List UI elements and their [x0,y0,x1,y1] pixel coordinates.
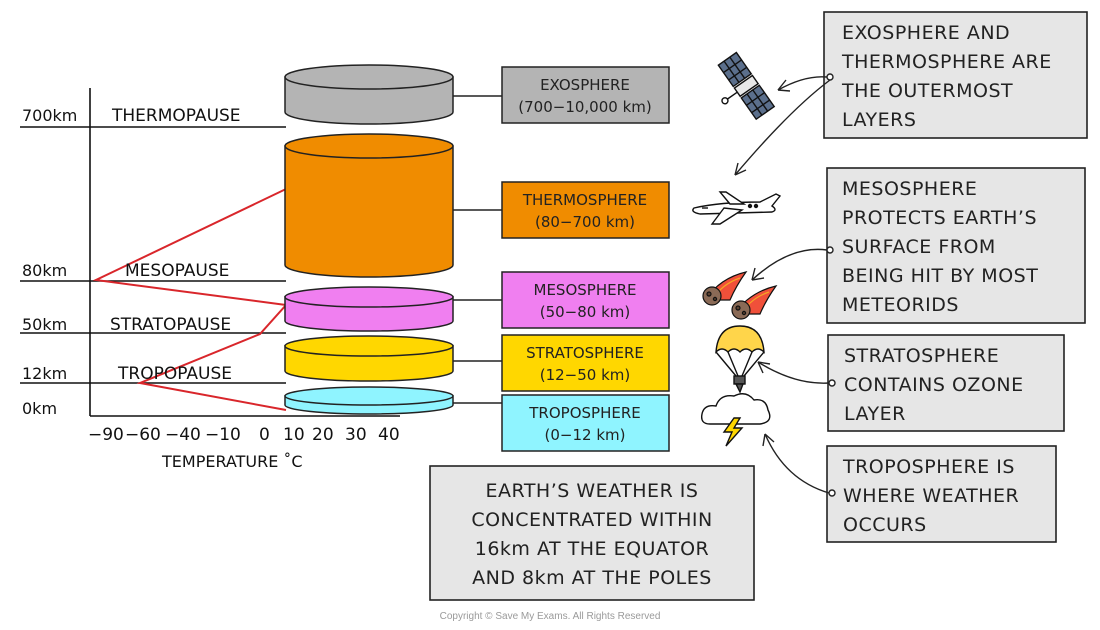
svg-text:(50−80 km): (50−80 km) [540,303,631,321]
layer-box-troposphere: TROPOSPHERE (0−12 km) [501,394,670,452]
temp-tick: 20 [312,425,334,445]
temp-tick: −90 [88,425,124,445]
temp-tick: 30 [345,425,367,445]
temp-tick: −10 [205,425,241,445]
altitude-label-0: 0km [22,399,57,418]
altitude-label-80: 80km [22,261,67,280]
svg-text:THERMOSPHERE ARE: THERMOSPHERE ARE [841,51,1052,73]
svg-text:AND 8km AT THE POLES: AND 8km AT THE POLES [472,567,712,589]
svg-text:(80−700 km): (80−700 km) [535,213,635,231]
altitude-label-12: 12km [22,364,67,383]
temperature-profile-line [92,188,289,411]
altitude-labels: 700km 80km 50km 12km 0km [22,106,77,418]
boundary-label-tropopause: TROPOPAUSE [117,364,232,384]
altitude-label-700: 700km [22,106,77,125]
svg-text:MESOSPHERE: MESOSPHERE [534,281,637,299]
svg-text:STRATOSPHERE: STRATOSPHERE [526,344,644,362]
airplane-icon [692,191,782,225]
cylinder-mesosphere [284,286,454,332]
meteor-icon [702,271,778,320]
note-box-ozone: STRATOSPHERE CONTAINS OZONE LAYER [827,334,1065,432]
svg-text:(0−12 km): (0−12 km) [545,426,626,444]
svg-text:(12−50 km): (12−50 km) [540,366,631,384]
parachute-icon [715,325,765,394]
svg-text:EARTH’S WEATHER IS: EARTH’S WEATHER IS [486,480,699,502]
storm-cloud-icon [700,393,771,447]
cylinder-troposphere [284,386,454,415]
svg-text:BEING HIT BY MOST: BEING HIT BY MOST [842,265,1038,287]
altitude-label-50: 50km [22,315,67,334]
svg-text:EXOSPHERE: EXOSPHERE [540,76,630,94]
cylinder-exosphere [284,64,454,125]
boundary-labels: THERMOPAUSE MESOPAUSE STRATOPAUSE TROPOP… [110,106,241,384]
cylinder-thermosphere [284,133,454,278]
svg-text:LAYER: LAYER [844,403,906,425]
svg-text:PROTECTS EARTH’S: PROTECTS EARTH’S [842,207,1037,229]
layer-box-exosphere: EXOSPHERE (700−10,000 km) [501,66,670,124]
copyright-notice: Copyright © Save My Exams. All Rights Re… [439,611,661,622]
satellite-icon [717,51,776,121]
svg-text:WHERE WEATHER: WHERE WEATHER [843,485,1019,507]
annotation-arrows [734,73,836,497]
svg-text:EXOSPHERE AND: EXOSPHERE AND [842,22,1010,44]
note-box-weather: TROPOSPHERE IS WHERE WEATHER OCCURS [826,445,1057,543]
layer-cylinders [284,64,454,415]
svg-text:METEORIDS: METEORIDS [842,294,959,316]
note-box-outermost: EXOSPHERE AND THERMOSPHERE ARE THE OUTER… [823,11,1088,139]
svg-text:CONTAINS OZONE: CONTAINS OZONE [844,374,1024,396]
svg-text:CONCENTRATED WITHIN: CONCENTRATED WITHIN [471,509,712,531]
temp-tick: −40 [165,425,201,445]
boundary-label-mesopause: MESOPAUSE [125,261,229,281]
svg-text:SURFACE FROM: SURFACE FROM [842,236,996,258]
layer-box-stratosphere: STRATOSPHERE (12−50 km) [501,334,670,392]
note-box-mesosphere: MESOSPHERE PROTECTS EARTH’S SURFACE FROM… [826,167,1086,324]
svg-text:TROPOSPHERE IS: TROPOSPHERE IS [842,456,1015,478]
temp-tick: 0 [259,425,270,445]
svg-text:16km AT THE EQUATOR: 16km AT THE EQUATOR [475,538,710,560]
svg-text:THERMOSPHERE: THERMOSPHERE [522,191,647,209]
cylinder-stratosphere [284,335,454,382]
temperature-graph [20,88,400,417]
svg-text:(700−10,000 km): (700−10,000 km) [518,98,651,116]
svg-text:OCCURS: OCCURS [843,514,927,536]
svg-text:THE OUTERMOST: THE OUTERMOST [841,80,1013,102]
svg-text:MESOSPHERE: MESOSPHERE [842,178,977,200]
temperature-axis-label: TEMPERATURE ˚C [161,452,303,471]
note-box-equator: EARTH’S WEATHER IS CONCENTRATED WITHIN 1… [429,465,755,601]
svg-text:LAYERS: LAYERS [842,109,916,131]
temp-tick: −60 [125,425,161,445]
temp-tick: 40 [378,425,400,445]
layer-box-mesosphere: MESOSPHERE (50−80 km) [501,271,670,329]
layer-box-thermosphere: THERMOSPHERE (80−700 km) [501,181,670,239]
boundary-label-stratopause: STRATOPAUSE [110,315,231,335]
temp-tick: 10 [283,425,305,445]
svg-text:TROPOSPHERE: TROPOSPHERE [528,404,640,422]
layer-connectors [453,95,502,404]
layer-label-boxes: EXOSPHERE (700−10,000 km) THERMOSPHERE (… [501,66,670,452]
boundary-label-thermopause: THERMOPAUSE [111,106,241,126]
svg-text:STRATOSPHERE: STRATOSPHERE [844,345,999,367]
temperature-tick-labels: −90 −60 −40 −10 0 10 20 30 40 [88,425,400,445]
